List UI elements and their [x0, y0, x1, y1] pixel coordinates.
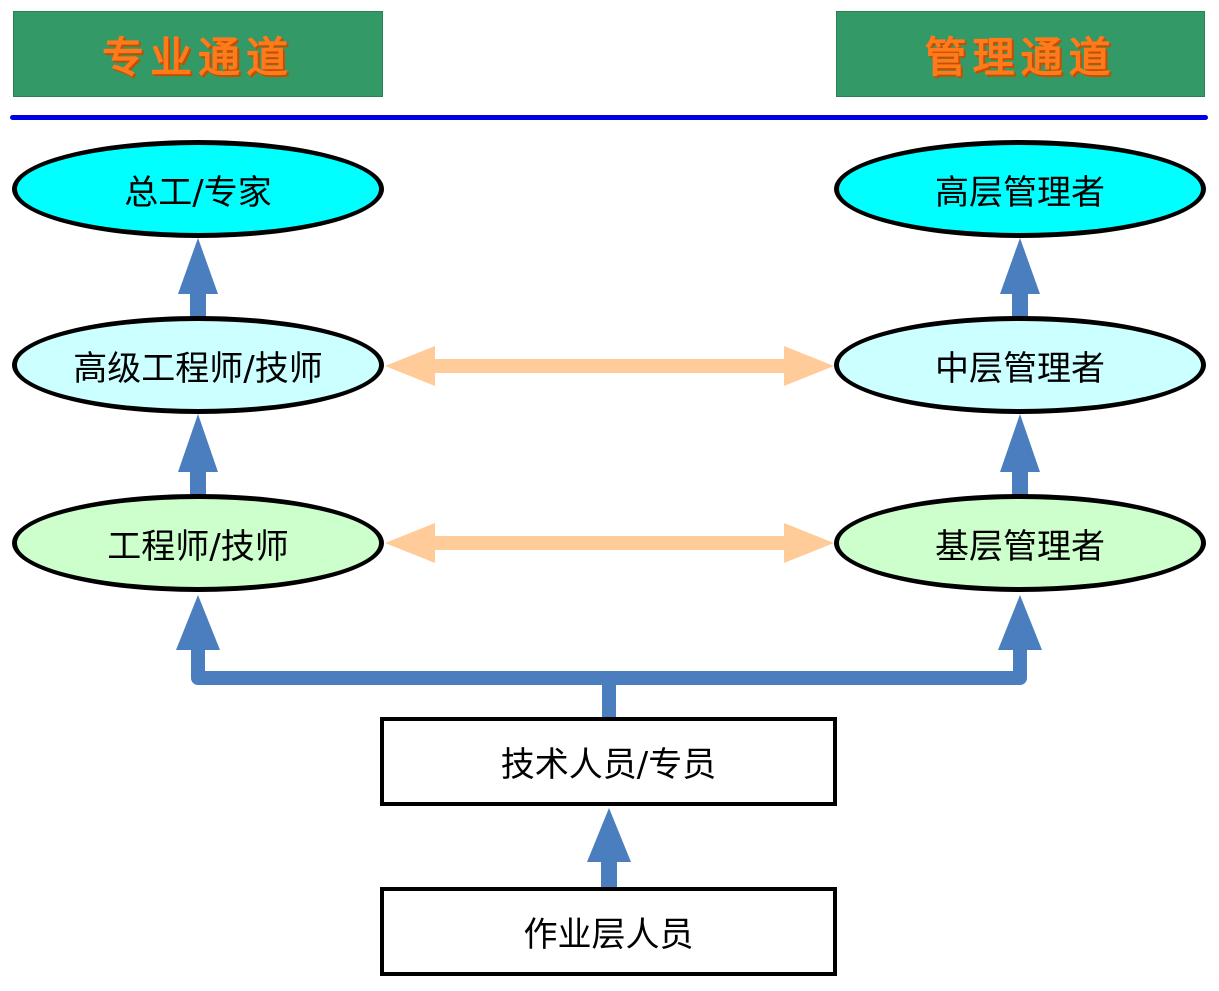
management-track-header: 管理通道 [836, 11, 1205, 97]
double-arrow-engineer-junior [385, 523, 834, 563]
header-divider-line [10, 115, 1208, 120]
senior-engineer-node: 高级工程师/技师 [12, 316, 384, 414]
technician-node: 技术人员/专员 [380, 717, 837, 806]
arrow-junior-to-middle [1000, 414, 1040, 498]
operator-node: 作业层人员 [380, 887, 837, 976]
professional-track-header: 专业通道 [13, 11, 383, 97]
engineer-node: 工程师/技师 [12, 494, 384, 592]
senior-engineer-label: 高级工程师/技师 [73, 348, 323, 389]
technician-label: 技术人员/专员 [500, 745, 717, 785]
management-track-label: 管理通道 [924, 32, 1117, 82]
arrow-middle-to-senior-manager [1000, 238, 1040, 322]
junior-manager-node: 基层管理者 [834, 494, 1206, 592]
senior-manager-label: 高层管理者 [935, 172, 1105, 213]
chief-engineer-node: 总工/专家 [12, 140, 384, 238]
arrow-senior-to-chief [178, 238, 218, 322]
junior-manager-label: 基层管理者 [935, 526, 1105, 567]
middle-manager-label: 中层管理者 [935, 348, 1105, 389]
professional-track-label: 专业通道 [101, 32, 294, 82]
engineer-label: 工程师/技师 [107, 526, 289, 567]
middle-manager-node: 中层管理者 [834, 316, 1206, 414]
chief-engineer-label: 总工/专家 [124, 172, 272, 213]
arrow-engineer-to-senior [178, 414, 218, 498]
double-arrow-senior-middle [385, 346, 834, 386]
branch-connector [176, 595, 1042, 725]
arrow-operator-to-technician [587, 808, 631, 890]
senior-manager-node: 高层管理者 [834, 140, 1206, 238]
operator-label: 作业层人员 [523, 915, 694, 955]
